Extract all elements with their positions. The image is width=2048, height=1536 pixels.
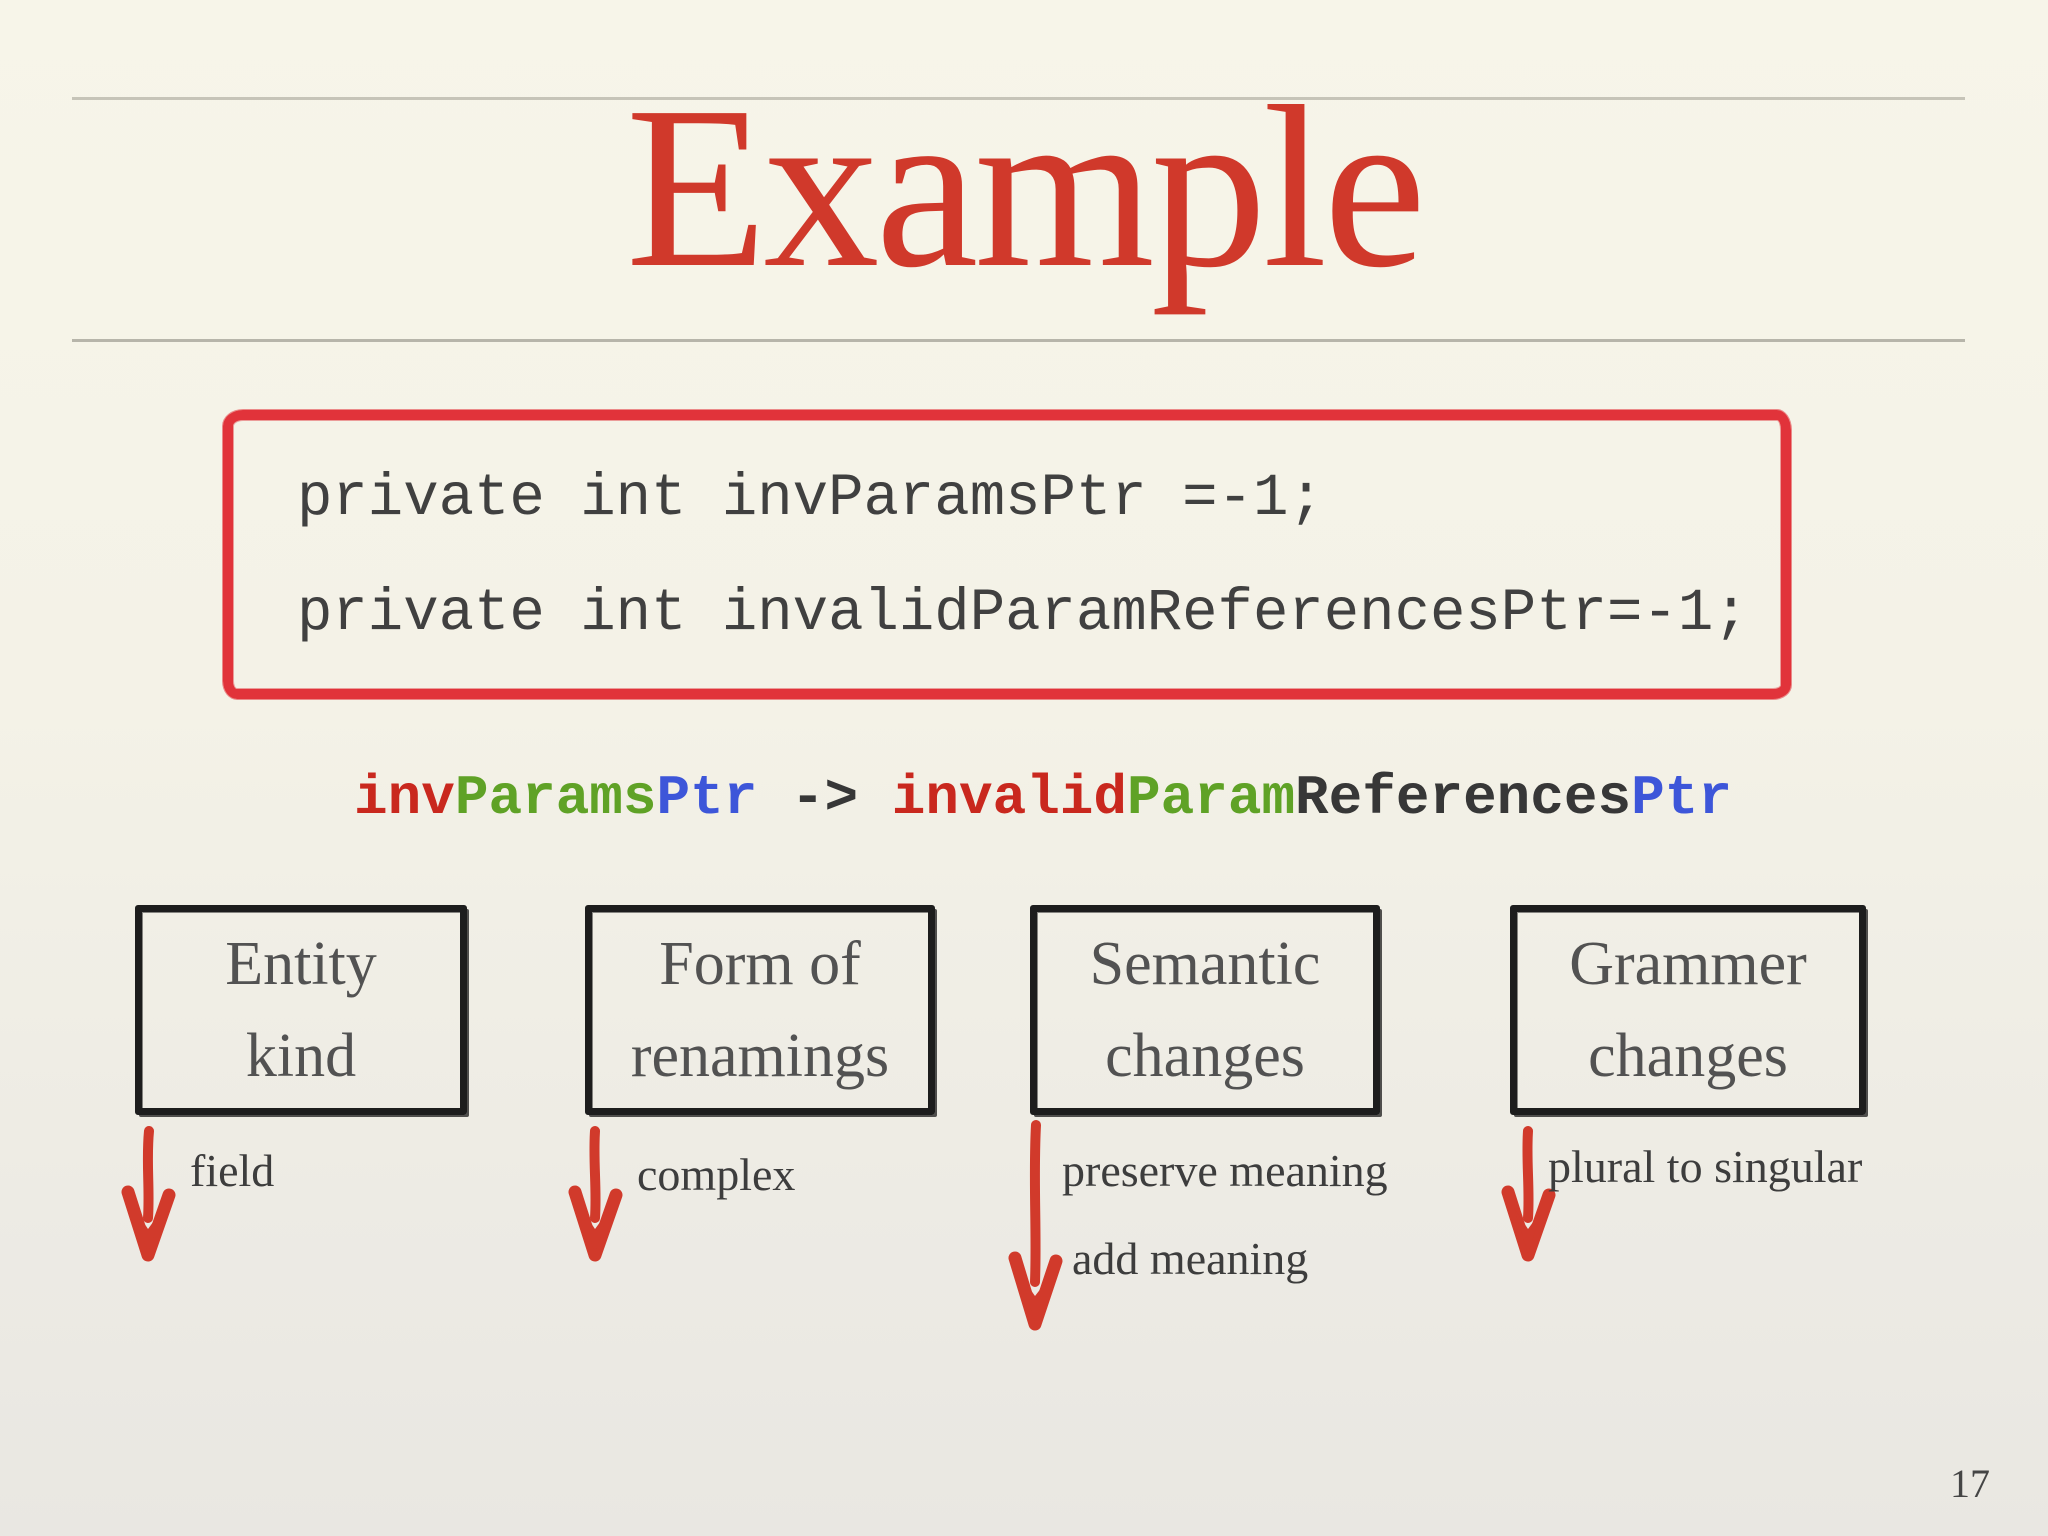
note-complex: complex xyxy=(637,1149,796,1200)
category-label: Semantic xyxy=(1089,930,1321,998)
category-label: Entity xyxy=(225,930,377,998)
title-divider xyxy=(72,339,1965,342)
top-divider xyxy=(72,97,1965,100)
note-add-meaning: add meaning xyxy=(1072,1233,1309,1284)
slide-title: Example xyxy=(625,59,1427,316)
mapping-token: invalid xyxy=(891,766,1128,830)
category-box-form-of-renamings: Form of renamings xyxy=(585,905,935,1115)
down-arrow-icon xyxy=(1008,1120,1063,1331)
category-box-grammer-changes: Grammer changes xyxy=(1510,905,1866,1115)
category-label: changes xyxy=(1588,1022,1788,1090)
mapping-token: Ptr xyxy=(1631,766,1732,830)
down-arrow-icon xyxy=(121,1126,176,1262)
rename-mapping: invParamsPtr -> invalidParamReferencesPt… xyxy=(19,770,2048,826)
category-box-semantic-changes: Semantic changes xyxy=(1030,905,1380,1115)
code-line-2: private int invalidParamReferencesPtr=-1… xyxy=(297,580,1749,647)
code-box: private int invParamsPtr =-1; private in… xyxy=(223,410,1791,699)
mapping-token: Param xyxy=(1127,766,1296,830)
note-field: field xyxy=(190,1145,275,1196)
code-line-1: private int invParamsPtr =-1; xyxy=(297,465,1324,532)
mapping-arrow-token: -> xyxy=(757,766,892,830)
mapping-token: References xyxy=(1295,766,1632,830)
category-box-entity-kind: Entity kind xyxy=(135,905,467,1115)
category-label: Form of xyxy=(659,930,861,998)
note-plural-to-singular: plural to singular xyxy=(1548,1141,1863,1192)
category-label: renamings xyxy=(630,1022,890,1090)
down-arrow-icon xyxy=(1501,1126,1556,1262)
category-label: kind xyxy=(245,1022,357,1090)
category-label: changes xyxy=(1105,1022,1305,1090)
down-arrow-icon xyxy=(568,1126,623,1262)
mapping-token: Ptr xyxy=(656,766,758,830)
note-preserve-meaning: preserve meaning xyxy=(1062,1145,1388,1196)
mapping-token: Params xyxy=(454,766,657,830)
mapping-token: inv xyxy=(354,766,455,830)
category-label: Grammer xyxy=(1569,930,1807,998)
page-number: 17 xyxy=(1950,1461,1990,1506)
